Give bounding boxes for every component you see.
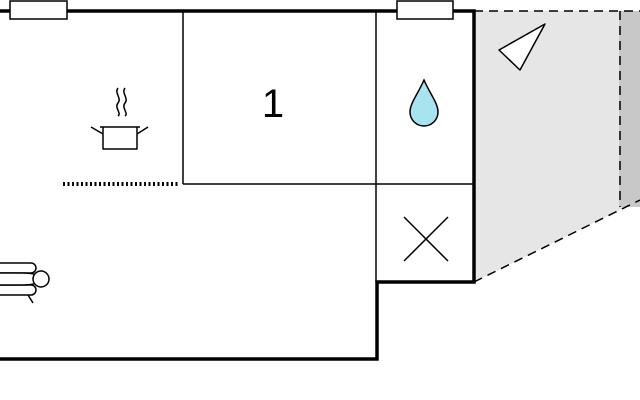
- triangle-icon: [498, 23, 546, 71]
- window-right: [396, 0, 454, 20]
- water-drop-icon: [409, 78, 439, 127]
- terrace-edge-strip: [619, 11, 640, 207]
- sofa-icon: [0, 262, 50, 304]
- exterior-walls: [0, 9, 476, 361]
- terrace-area: [473, 10, 640, 283]
- terrace-dashed-diagonal: [473, 199, 640, 283]
- window-left: [9, 0, 68, 20]
- cooking-pot-icon: [90, 87, 149, 150]
- room-label-bedroom: 1: [262, 82, 284, 126]
- terrace-fill: [474, 11, 640, 282]
- cross-icon: [403, 216, 449, 262]
- interior-walls: [182, 11, 474, 282]
